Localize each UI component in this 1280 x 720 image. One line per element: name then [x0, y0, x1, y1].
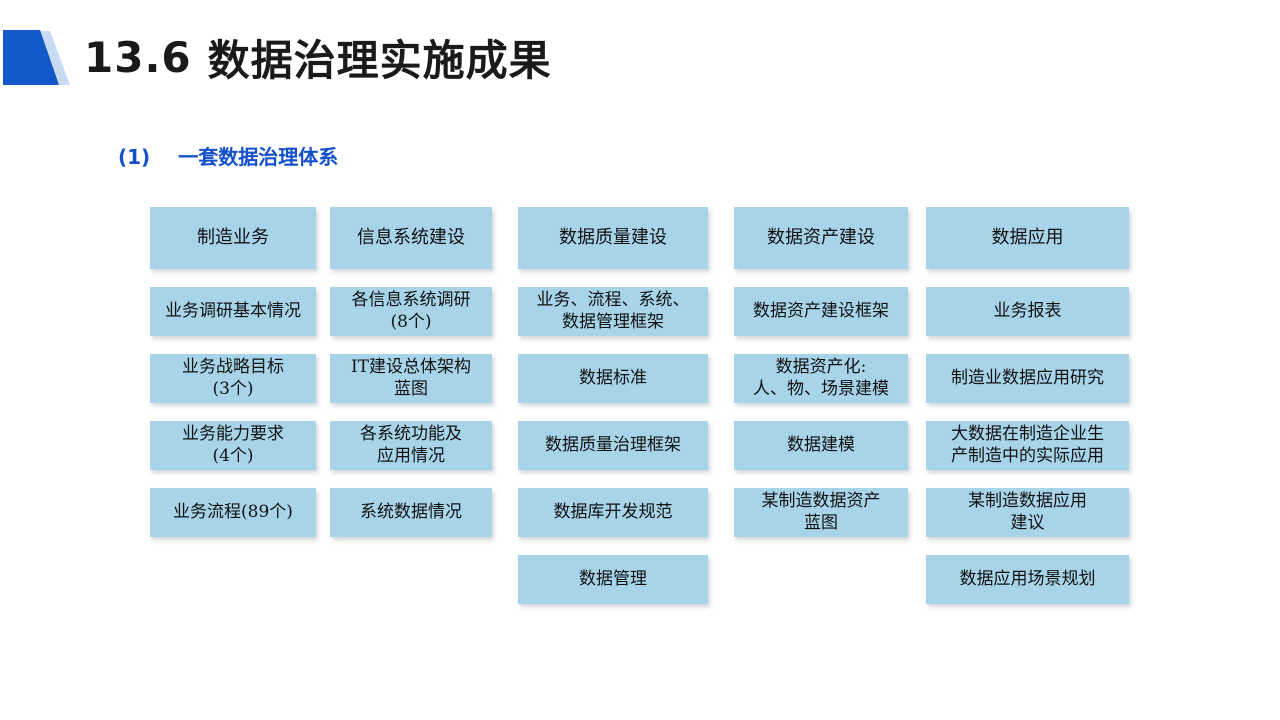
diagram-item-box: 大数据在制造企业生 产制造中的实际应用 — [926, 421, 1129, 470]
diagram-item-box: 系统数据情况 — [330, 488, 492, 537]
diagram-item-box: 数据库开发规范 — [518, 488, 708, 537]
column-header-box: 信息系统建设 — [330, 207, 492, 269]
diagram-item-box: 业务报表 — [926, 287, 1129, 336]
diagram-column-2: 信息系统建设各信息系统调研 (8个) IT建设总体架构 蓝图各系统功能及 应用情况… — [330, 207, 492, 555]
diagram-item-box: 业务调研基本情况 — [150, 287, 316, 336]
diagram-item-box: 业务、流程、系统、 数据管理框架 — [518, 287, 708, 336]
diagram-item-box: IT建设总体架构 蓝图 — [330, 354, 492, 403]
diagram-column-1: 制造业务业务调研基本情况业务战略目标 (3个) 业务能力要求 (4个) 业务流程(8… — [150, 207, 316, 555]
diagram-item-box: 制造业数据应用研究 — [926, 354, 1129, 403]
diagram-column-3: 数据质量建设业务、流程、系统、 数据管理框架数据标准数据质量治理框架数据库开发规… — [518, 207, 708, 622]
diagram-item-box: 各系统功能及 应用情况 — [330, 421, 492, 470]
diagram-item-box: 某制造数据应用 建议 — [926, 488, 1129, 537]
diagram-item-box: 数据标准 — [518, 354, 708, 403]
section-subtitle: (1) 一套数据治理体系 — [118, 141, 338, 170]
diagram-item-box: 各信息系统调研 (8个) — [330, 287, 492, 336]
subtitle-text: 一套数据治理体系 — [178, 145, 339, 169]
diagram-column-5: 数据应用业务报表制造业数据应用研究大数据在制造企业生 产制造中的实际应用某制造数… — [926, 207, 1129, 622]
diagram-item-box: 数据质量治理框架 — [518, 421, 708, 470]
column-header-box: 数据应用 — [926, 207, 1129, 269]
diagram-item-box: 业务战略目标 (3个) — [150, 354, 316, 403]
subtitle-number: (1) — [118, 145, 151, 169]
flag-main-shape — [3, 30, 59, 85]
title-flag-decoration — [0, 26, 80, 88]
title-number: 13.6 — [84, 32, 192, 82]
diagram-item-box: 业务能力要求 (4个) — [150, 421, 316, 470]
governance-system-diagram: 制造业务业务调研基本情况业务战略目标 (3个) 业务能力要求 (4个) 业务流程(8… — [150, 207, 1129, 622]
diagram-item-box: 数据应用场景规划 — [926, 555, 1129, 604]
title-text: 数据治理实施成果 — [207, 35, 552, 85]
diagram-item-box: 某制造数据资产 蓝图 — [734, 488, 908, 537]
column-header-box: 数据资产建设 — [734, 207, 908, 269]
diagram-item-box: 数据资产建设框架 — [734, 287, 908, 336]
diagram-item-box: 数据管理 — [518, 555, 708, 604]
column-header-box: 数据质量建设 — [518, 207, 708, 269]
diagram-column-4: 数据资产建设数据资产建设框架数据资产化: 人、物、场景建模数据建模某制造数据资产… — [734, 207, 908, 555]
column-header-box: 制造业务 — [150, 207, 316, 269]
diagram-item-box: 数据建模 — [734, 421, 908, 470]
diagram-item-box: 业务流程(89个) — [150, 488, 316, 537]
diagram-item-box: 数据资产化: 人、物、场景建模 — [734, 354, 908, 403]
page-title: 13.6 数据治理实施成果 — [84, 26, 552, 88]
